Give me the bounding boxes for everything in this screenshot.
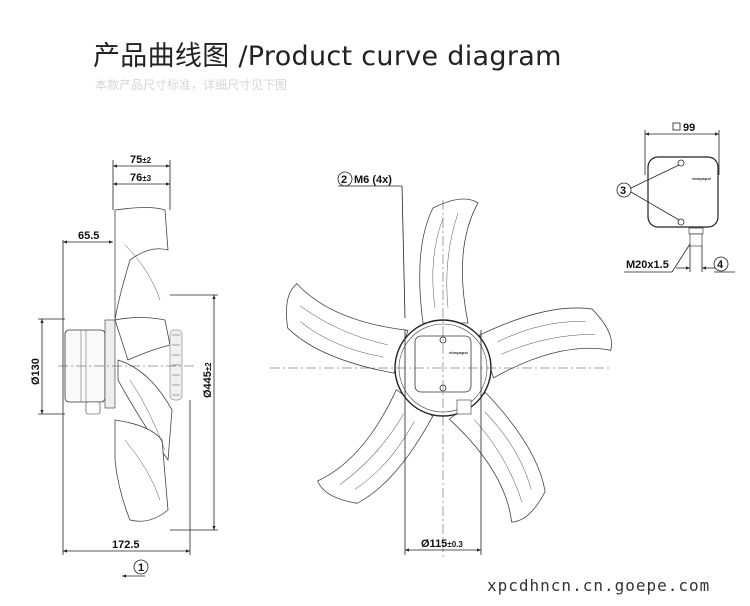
box-brand-mark: ebmpapst bbox=[692, 176, 712, 181]
side-blades bbox=[114, 207, 183, 522]
side-motor bbox=[64, 319, 116, 415]
dim-75: 75±2 bbox=[130, 154, 152, 166]
page-subtitle: 本款产品尺寸标准，详细尺寸见下图 bbox=[95, 78, 288, 92]
callout-1: 1 bbox=[122, 559, 149, 578]
svg-text:1: 1 bbox=[138, 562, 144, 574]
front-view: ebmpapst 2 M6 (4x) Ø115±0.3 bbox=[270, 171, 612, 560]
terminal-box-view: 99 ebmpapst 3 M20x1.5 4 bbox=[616, 122, 735, 273]
dim-445: Ø445±2 bbox=[202, 362, 214, 398]
dim-99: 99 bbox=[683, 122, 695, 134]
callout-4: 4 bbox=[713, 256, 735, 273]
square-symbol-icon bbox=[672, 122, 681, 131]
svg-text:4: 4 bbox=[717, 259, 724, 271]
front-blades: ebmpapst bbox=[286, 198, 612, 523]
dim-65-5: 65.5 bbox=[78, 230, 99, 242]
callout-2-m6: 2 M6 (4x) bbox=[337, 171, 406, 319]
cable-gland-label: M20x1.5 bbox=[626, 259, 669, 271]
svg-text:2: 2 bbox=[341, 174, 347, 186]
dim-76: 76±3 bbox=[130, 172, 152, 184]
front-brand-mark: ebmpapst bbox=[449, 350, 469, 355]
dim-172-5: 172.5 bbox=[112, 539, 140, 551]
dim-115: Ø115±0.3 bbox=[421, 538, 463, 550]
svg-text:M6 (4x): M6 (4x) bbox=[354, 174, 392, 186]
dim-130: Ø130 bbox=[30, 358, 42, 385]
page-title: 产品曲线图 /Product curve diagram bbox=[93, 41, 562, 72]
svg-text:3: 3 bbox=[620, 185, 626, 197]
watermark: xpcdhncn.cn.goepe.com bbox=[487, 576, 711, 595]
callout-3: 3 bbox=[616, 164, 680, 221]
side-view: 75±2 76±3 65.5 Ø130 Ø445±2 172.5 1 bbox=[30, 154, 218, 578]
